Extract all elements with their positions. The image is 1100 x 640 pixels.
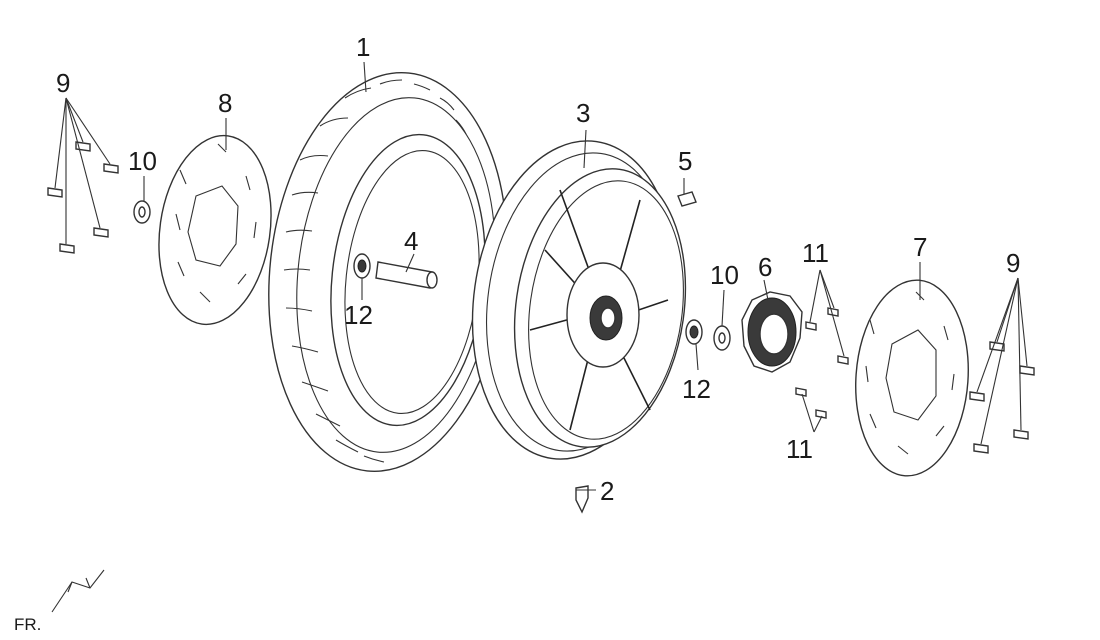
callout-9-left: 9 — [56, 68, 71, 98]
callout-5: 5 — [678, 146, 693, 176]
bearing-right — [685, 319, 703, 345]
sensor-ring — [741, 291, 803, 373]
valve-stem — [575, 485, 589, 514]
bolts-11 — [795, 307, 849, 419]
front-direction-arrow — [51, 569, 105, 613]
callout-12-right: 12 — [682, 374, 711, 404]
callout-12-left: 12 — [344, 300, 373, 330]
callout-11-bottom: 11 — [786, 434, 813, 464]
bearing-left — [353, 253, 371, 279]
front-direction-label: FR. — [14, 615, 42, 634]
callout-10-left: 10 — [128, 146, 157, 176]
callout-1: 1 — [356, 32, 371, 62]
callout-10-right: 10 — [710, 260, 739, 290]
callout-9-right: 9 — [1006, 248, 1021, 278]
bolts-9-right — [969, 341, 1035, 454]
callout-11-top: 11 — [802, 238, 829, 268]
callout-6: 6 — [758, 252, 773, 282]
leader-lines — [54, 61, 1028, 491]
callout-3: 3 — [576, 98, 591, 128]
axle-spacer — [375, 261, 438, 289]
balance-weight — [677, 191, 697, 207]
callout-8: 8 — [218, 88, 233, 118]
callout-7: 7 — [913, 232, 928, 262]
rim — [471, 140, 687, 460]
washer-right — [713, 325, 731, 351]
washer-left — [133, 200, 151, 224]
callout-4: 4 — [404, 226, 419, 256]
brake-disc-left — [158, 134, 272, 326]
brake-disc-right — [855, 279, 969, 477]
callout-2: 2 — [600, 476, 615, 506]
